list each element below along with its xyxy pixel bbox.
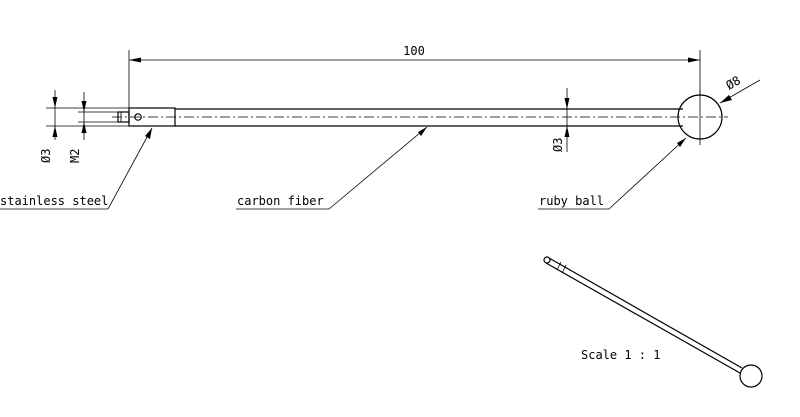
stem-diameter-value: Ø3 <box>551 138 565 152</box>
label-stainless-steel: stainless steel <box>0 127 153 210</box>
scale-label: Scale 1 : 1 <box>581 348 660 362</box>
label-carbon-fiber-text: carbon fiber <box>237 194 324 208</box>
ball-diameter-dimension: Ø8 <box>719 73 761 104</box>
shank-dimensions: Ø3 M2 <box>39 90 129 163</box>
length-dimension-value: 100 <box>403 44 425 58</box>
shank-diameter-value: Ø3 <box>39 149 53 163</box>
label-stainless-steel-text: stainless steel <box>0 194 108 208</box>
label-ruby-ball-text: ruby ball <box>539 194 604 208</box>
iso-thread-end <box>543 256 551 264</box>
stylus-isometric-view <box>543 256 763 388</box>
label-ruby-ball: ruby ball <box>538 137 687 210</box>
ball-diameter-value: Ø8 <box>724 73 744 92</box>
stem-diameter-dimension: Ø3 <box>551 88 570 152</box>
stylus-side-view <box>112 90 728 145</box>
iso-ruby-ball <box>739 364 763 388</box>
thread-value: M2 <box>68 149 82 163</box>
label-carbon-fiber: carbon fiber <box>236 126 428 210</box>
length-dimension: 100 <box>128 44 701 108</box>
